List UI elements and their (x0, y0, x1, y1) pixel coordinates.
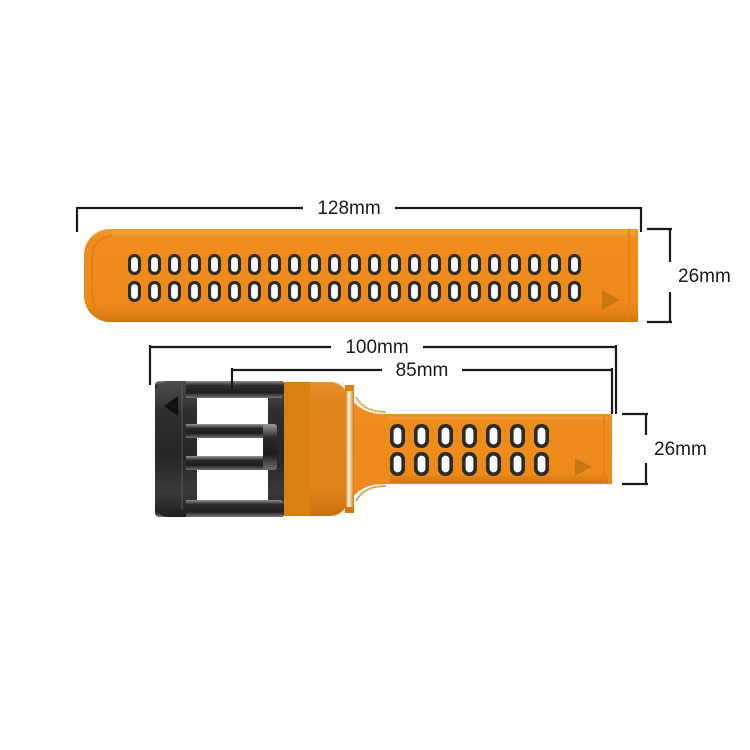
buckle-prong-upper (167, 424, 277, 438)
pin-buckle (155, 381, 284, 517)
buckle-prong-joiner (263, 424, 277, 470)
dimension-26mm-top: 26mm (647, 227, 731, 324)
bottom-strap-contour-upper (355, 396, 387, 413)
top-strap-group (84, 229, 638, 322)
dimension-100mm-label: 100mm (345, 337, 408, 358)
bottom-strap-bottom-bevel (390, 475, 608, 483)
bottom-strap-contour-lower (355, 485, 387, 502)
top-strap-left-edge-contour (90, 234, 113, 317)
dimension-26mm-bottom: 26mm (622, 412, 707, 486)
dimension-128mm-label: 128mm (317, 198, 380, 219)
buckle-triangle-mark-icon (164, 396, 178, 416)
buckle-frame (155, 381, 282, 517)
top-strap-hole-row-lower (128, 281, 581, 302)
dimension-128mm: 128mm (75, 198, 643, 232)
buckle-bottom-bar (155, 500, 284, 517)
bottom-strap-keeper-loop (345, 385, 354, 513)
dimension-26mm-bottom-label: 26mm (654, 439, 707, 460)
bottom-strap-lug-shade (272, 382, 345, 516)
top-strap-bottom-bevel (114, 313, 634, 321)
bottom-strap-arrow-logo-icon (575, 458, 592, 476)
bottom-strap-group (155, 381, 612, 517)
top-strap-body (84, 229, 638, 322)
buckle-prong-lower (167, 456, 277, 470)
buckle-left-spine (155, 381, 186, 517)
top-strap-hole-row-upper (128, 254, 581, 275)
dimension-85mm: 85mm (230, 360, 614, 414)
buckle-top-bar (155, 381, 284, 398)
dimension-85mm-label: 85mm (396, 360, 449, 381)
dimension-26mm-top-label: 26mm (678, 266, 731, 287)
top-strap-arrow-logo-icon (602, 290, 620, 310)
dimension-100mm: 100mm (148, 337, 618, 414)
